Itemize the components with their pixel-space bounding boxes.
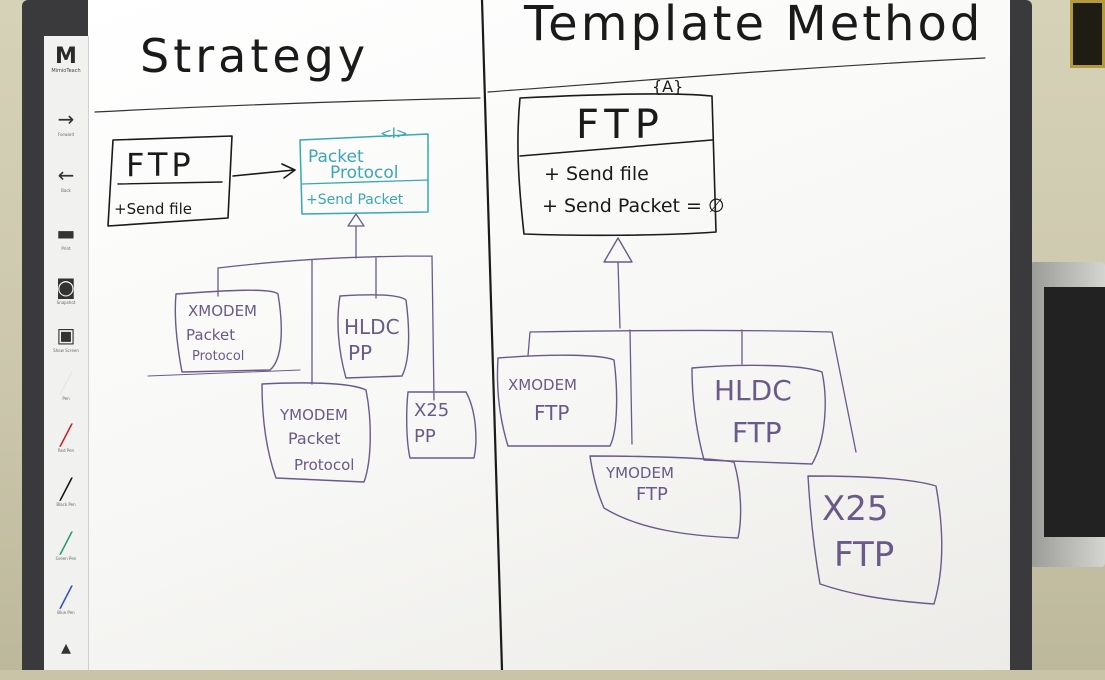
x25-pp-line2: PP: [414, 426, 436, 447]
white-pen-tool[interactable]: ╱Pen: [48, 372, 84, 416]
inheritance-triangle: [603, 237, 633, 263]
eraser-tool[interactable]: ▴: [48, 636, 84, 680]
hldc-pp-box: [337, 294, 410, 379]
ymodem-pp-line1: YMODEM: [279, 406, 348, 424]
template-underline: [487, 57, 986, 93]
wall-picture-frame: [1070, 0, 1105, 68]
interface-method: +Send Packet: [306, 192, 404, 208]
back-arrow-icon: ←: [57, 163, 75, 187]
print-icon: ▬: [56, 221, 76, 245]
tool-caption: Green Pen: [55, 556, 77, 561]
abstract-ftp-title: FTP: [576, 102, 665, 148]
strategy-ftp-method: +Send file: [114, 200, 192, 218]
interface-title-line1: Packet: [308, 147, 364, 167]
strategy-underline: [94, 97, 481, 113]
xmodem-pp-line2: Packet: [186, 326, 235, 344]
black-pen-tool[interactable]: ╱Black Pen: [48, 478, 84, 522]
xmodem-ftp-box: [496, 354, 618, 447]
hldc-pp-line1: HLDC: [344, 315, 400, 339]
tool-caption: Show Screen: [53, 348, 79, 353]
x25-ftp-line1: X25: [822, 489, 889, 529]
tool-caption: Back: [61, 188, 71, 193]
strategy-heading: Strategy: [140, 29, 369, 83]
whiteboard-surface: [88, 0, 1010, 670]
tool-caption: Pen: [62, 396, 70, 401]
hldc-ftp-box: [691, 364, 826, 465]
tool-caption: Red Pen: [57, 448, 75, 453]
ymodem-pp-line3: Protocol: [294, 456, 354, 474]
vertical-divider: [480, 0, 504, 670]
strategy-ftp-box: [107, 135, 233, 227]
logo-name: MimioTeach: [51, 68, 81, 74]
xmodem-pp-line1: XMODEM: [188, 302, 257, 320]
abstract-method2: + Send Packet = ∅: [542, 195, 725, 217]
x25-pp-line1: X25: [414, 400, 449, 421]
green-pen-icon: ╱: [59, 531, 73, 555]
xmodem-pp-box: [174, 289, 282, 373]
template-method-heading: Template Method: [523, 0, 983, 52]
blue-pen-icon: ╱: [59, 585, 73, 609]
tool-caption: Forward: [57, 132, 75, 137]
red-pen-tool[interactable]: ╱Red Pen: [48, 424, 84, 468]
mimio-toolbar: [44, 36, 89, 670]
ymodem-pp-box: [261, 382, 371, 483]
tool-caption: Black Pen: [56, 502, 76, 507]
abstract-ftp-box: [517, 93, 717, 237]
mimio-logo: M MimioTeach: [50, 44, 82, 75]
ymodem-ftp-line1: YMODEM: [605, 464, 674, 482]
interface-stereotype: <I>: [380, 126, 408, 142]
inheritance-bus: [527, 329, 857, 453]
forward-arrow-tool[interactable]: →Forward: [48, 108, 84, 152]
xmodem-pp-underline: [147, 369, 301, 377]
x25-ftp-line2: FTP: [834, 535, 894, 575]
hldc-ftp-line2: FTP: [732, 416, 782, 449]
interface-box: [299, 133, 429, 215]
realization-triangle: [347, 213, 365, 227]
association-arrow: [232, 163, 296, 179]
ymodem-ftp-box: [589, 455, 742, 539]
strategy-ftp-divider: [117, 181, 223, 185]
eraser-icon: ▴: [60, 635, 72, 659]
tool-caption: Print: [61, 246, 71, 251]
wall-device: [1030, 262, 1105, 567]
logo-mark: M: [55, 44, 77, 69]
green-pen-tool[interactable]: ╱Green Pen: [48, 532, 84, 576]
blue-pen-tool[interactable]: ╱Blue Pen: [48, 586, 84, 630]
red-pen-icon: ╱: [59, 423, 73, 447]
print-tool[interactable]: ▬Print: [48, 222, 84, 266]
black-pen-icon: ╱: [59, 477, 73, 501]
back-arrow-tool[interactable]: ←Back: [48, 164, 84, 208]
interface-title-line2: Protocol: [330, 163, 399, 183]
xmodem-ftp-line2: FTP: [534, 401, 569, 425]
realization-bus: [217, 255, 435, 401]
screen-icon: ▣: [56, 323, 76, 347]
x25-pp-box: [405, 391, 477, 459]
ymodem-ftp-line2: FTP: [636, 484, 668, 505]
device-screen: [1044, 287, 1105, 537]
hldc-pp-line2: PP: [348, 341, 372, 365]
snapshot-tool[interactable]: ◙Snapshot: [48, 276, 84, 320]
xmodem-pp-line3: Protocol: [192, 349, 244, 364]
tool-caption: Snapshot: [56, 300, 76, 305]
inheritance-stem: [617, 261, 621, 329]
screen-tool[interactable]: ▣Show Screen: [48, 324, 84, 368]
abstract-stereotype: {A}: [652, 77, 683, 96]
x25-ftp-box: [807, 475, 943, 605]
xmodem-ftp-line1: XMODEM: [508, 376, 577, 394]
abstract-ftp-divider: [519, 139, 713, 157]
strategy-ftp-title: FTP: [126, 146, 195, 184]
snapshot-icon: ◙: [56, 275, 76, 299]
hldc-ftp-line1: HLDC: [714, 374, 792, 407]
tool-caption: Blue Pen: [57, 610, 75, 615]
white-pen-icon: ╱: [59, 371, 73, 395]
interface-divider: [301, 179, 429, 185]
forward-arrow-icon: →: [57, 107, 75, 131]
ymodem-pp-line2: Packet: [288, 429, 340, 448]
abstract-method1: + Send file: [544, 163, 649, 185]
